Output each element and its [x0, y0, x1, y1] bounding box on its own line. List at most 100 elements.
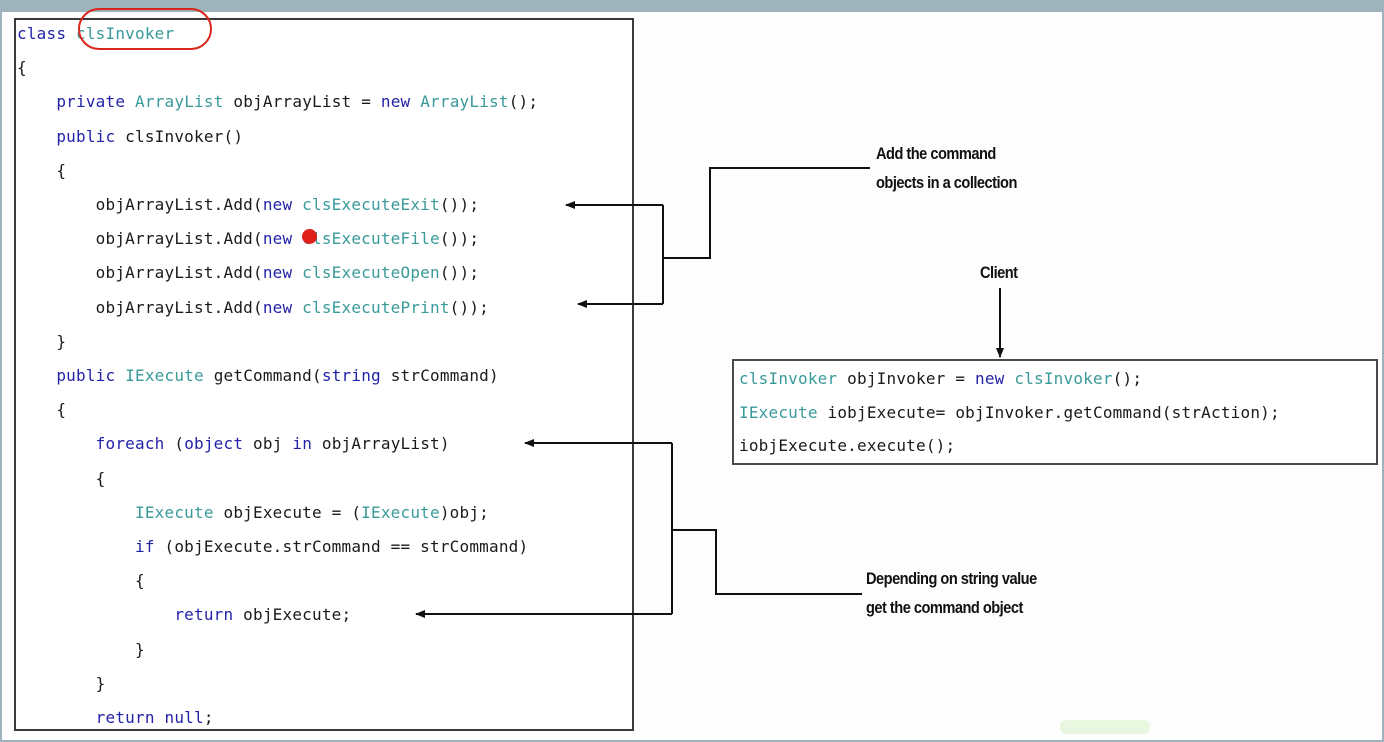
code-line: { [17, 58, 27, 78]
code-token: clsInvoker [1014, 369, 1113, 388]
code-line: private ArrayList objArrayList = new Arr… [17, 92, 538, 112]
client-code-panel: clsInvoker objInvoker = new clsInvoker()… [732, 359, 1378, 465]
depending-note: Depending on string value get the comman… [866, 564, 1037, 622]
code-line: objArrayList.Add(new clsExecuteExit()); [17, 195, 479, 215]
code-token: new [262, 263, 293, 283]
code-token: new [262, 195, 293, 214]
code-token: } [17, 673, 106, 693]
code-token: objArrayList = [223, 92, 381, 112]
code-token: objArrayList.Add( [17, 297, 263, 317]
code-token: } [17, 331, 67, 351]
code-line: { [17, 400, 66, 420]
code-token: clsInvoker [739, 369, 838, 388]
code-token: class [17, 24, 67, 43]
code-token: objInvoker = [837, 369, 975, 388]
code-token: objArrayList.Add( [17, 195, 263, 214]
code-line: } [17, 640, 145, 660]
code-token: obj [243, 434, 293, 454]
code-line: { [17, 469, 106, 489]
code-token: if [135, 537, 155, 556]
depending-note-line1: Depending on string value [866, 569, 1037, 588]
code-token: iobjExecute= objInvoker.getCommand(strAc… [817, 402, 1280, 422]
code-token: clsExecutePrint [302, 297, 450, 317]
code-line: } [17, 674, 106, 694]
code-token: in [292, 434, 313, 454]
code-token: iobjExecute.execute(); [739, 436, 956, 455]
class-name-highlight [78, 8, 212, 50]
code-token: new [262, 229, 293, 249]
code-token: (); [1112, 369, 1143, 388]
depending-note-line2: get the command object [866, 598, 1023, 617]
code-token: return [95, 708, 155, 727]
code-line: IExecute objExecute = (IExecute)obj; [17, 503, 489, 523]
code-token: strCommand) [380, 366, 499, 385]
code-token: objExecute; [233, 605, 352, 625]
code-line: foreach (object obj in objArrayList) [17, 434, 450, 454]
code-line: return objExecute; [17, 605, 351, 625]
code-token: ( [164, 434, 185, 454]
code-token: { [17, 160, 67, 180]
arrow-to-exit-line [566, 205, 664, 304]
code-token: clsExecuteOpen [302, 263, 440, 283]
pointer-dot [302, 229, 317, 244]
code-token: getCommand( [203, 366, 322, 385]
code-line: iobjExecute.execute(); [739, 436, 955, 456]
code-token: ()); [439, 263, 480, 283]
code-token: objArrayList.Add( [17, 263, 263, 283]
code-token: ()); [449, 297, 490, 317]
code-token: string [321, 366, 381, 385]
code-line: public IExecute getCommand(string strCom… [17, 366, 499, 386]
code-token: public [56, 366, 116, 385]
code-line: objArrayList.Add(new clsExecuteFile()); [17, 229, 479, 249]
code-token: )obj; [439, 502, 490, 522]
code-token: IExecute [125, 366, 204, 385]
code-token: objArrayList.Add( [17, 229, 263, 249]
code-line: objArrayList.Add(new clsExecutePrint()); [17, 298, 489, 318]
code-token: null [164, 708, 204, 727]
client-label: Client [980, 263, 1018, 282]
code-token: return [174, 605, 234, 625]
add-commands-note: Add the command objects in a collection [876, 139, 1017, 197]
code-token: { [17, 571, 145, 591]
add-commands-note-line2: objects in a collection [876, 173, 1017, 192]
code-token: clsExecuteExit [302, 195, 440, 214]
code-token: objExecute = ( [213, 502, 362, 522]
code-token: IExecute [135, 502, 214, 522]
code-line: { [17, 161, 66, 181]
code-line: if (objExecute.strCommand == strCommand) [17, 537, 528, 557]
code-line: } [17, 332, 66, 352]
code-line: public clsInvoker() [17, 127, 243, 147]
arrow-to-foreach-line [525, 443, 673, 614]
add-commands-note-line1: Add the command [876, 144, 996, 163]
code-token: foreach [95, 434, 165, 454]
code-token: clsInvoker() [115, 126, 244, 146]
code-token: (objExecute.strCommand == strCommand) [154, 537, 529, 556]
code-token: new [380, 92, 411, 112]
invoker-code-panel: class clsInvoker{ private ArrayList objA… [14, 18, 634, 731]
code-token: (); [508, 92, 539, 112]
code-token: IExecute [739, 402, 818, 422]
code-line: IExecute iobjExecute= objInvoker.getComm… [739, 403, 1280, 423]
code-token: new [262, 297, 293, 317]
code-token: { [17, 468, 106, 488]
code-line: { [17, 571, 145, 591]
code-token: object [184, 434, 244, 454]
code-token: clsInvoker [76, 24, 175, 43]
add-commands-connector [663, 167, 870, 259]
code-token: ArrayList [135, 92, 224, 112]
depending-connector [672, 529, 862, 595]
code-line: clsInvoker objInvoker = new clsInvoker()… [739, 369, 1142, 389]
code-token: { [17, 58, 27, 78]
code-token: } [17, 639, 145, 659]
code-token: private [56, 92, 126, 112]
code-line: return null; [17, 708, 214, 728]
code-token: ArrayList [420, 92, 509, 112]
code-token: ()); [439, 229, 480, 249]
background-smudge [1060, 720, 1150, 734]
code-line: class clsInvoker [17, 24, 174, 44]
code-token: IExecute [361, 502, 440, 522]
code-token: new [975, 369, 1005, 388]
code-token: clsExecuteFile [302, 229, 440, 249]
code-token: objArrayList) [312, 434, 450, 454]
